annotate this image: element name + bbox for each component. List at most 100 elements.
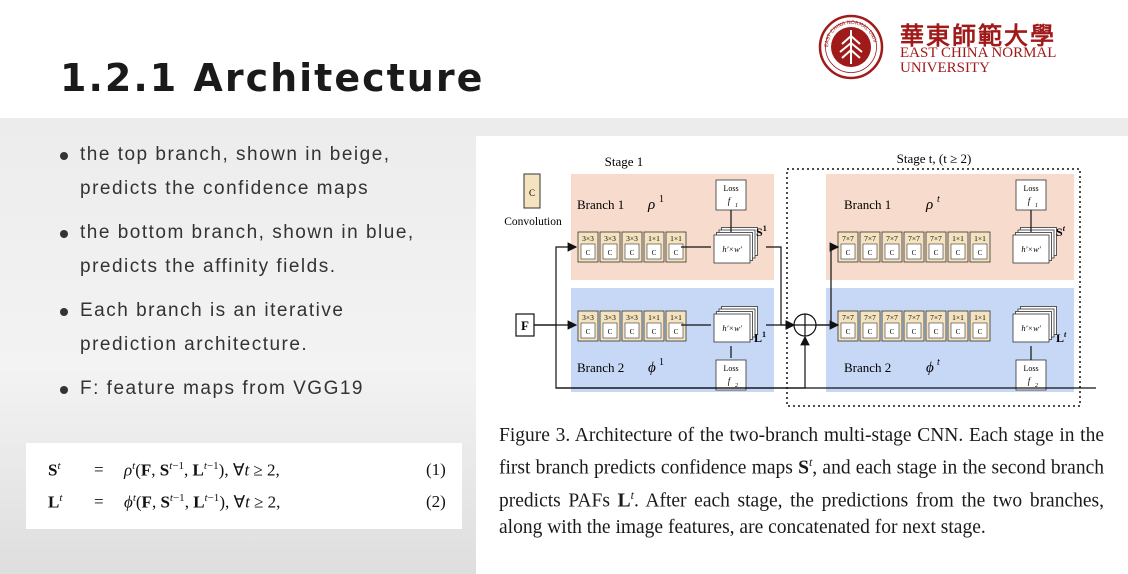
svg-text:h′×w′: h′×w′ xyxy=(722,244,742,254)
university-name-english: EAST CHINA NORMAL UNIVERSITY xyxy=(900,46,1056,76)
staget-dashed-frame xyxy=(786,168,1081,407)
svg-text:1×1: 1×1 xyxy=(974,234,986,243)
staget-branch2-label: Branch 2 xyxy=(844,360,891,375)
svg-text:C: C xyxy=(652,328,657,336)
stage1-branch1-conv: 3×3C xyxy=(599,231,621,263)
stage1-branch2-conv: 3×3C xyxy=(621,310,643,342)
svg-text:Loss: Loss xyxy=(723,364,738,373)
staget-branch2-conv: 7×7C xyxy=(925,310,947,342)
svg-text:3×3: 3×3 xyxy=(582,234,594,243)
equation-2-rhs: ϕt(F, St−1, Lt−1), ∀t ≥ 2, xyxy=(124,492,281,512)
svg-text:C: C xyxy=(934,328,939,336)
svg-text:3×3: 3×3 xyxy=(604,234,616,243)
svg-text:C: C xyxy=(978,249,983,257)
stage1-branch1-conv: 3×3C xyxy=(621,231,643,263)
svg-text:ϕ: ϕ xyxy=(648,360,656,376)
svg-text:1: 1 xyxy=(659,194,664,205)
svg-text:C: C xyxy=(846,328,851,336)
svg-text:h′×w′: h′×w′ xyxy=(1021,323,1041,333)
stage1-branch1-conv: 1×1C xyxy=(665,231,687,263)
svg-text:C: C xyxy=(846,249,851,257)
staget-output-S: St xyxy=(1056,224,1066,239)
svg-text:1×1: 1×1 xyxy=(648,313,660,322)
svg-text:3×3: 3×3 xyxy=(626,313,638,322)
svg-text:1: 1 xyxy=(735,203,738,209)
svg-text:3×3: 3×3 xyxy=(626,234,638,243)
svg-text:7×7: 7×7 xyxy=(886,234,898,243)
svg-text:f: f xyxy=(1028,376,1032,386)
staget-paf-output: h′×w′ xyxy=(1012,306,1057,343)
architecture-diagram: Stage 1 Stage t, (t ≥ 2) C Convolution F… xyxy=(504,151,1096,407)
svg-text:C: C xyxy=(868,328,873,336)
svg-text:C: C xyxy=(674,328,679,336)
svg-text:7×7: 7×7 xyxy=(930,234,942,243)
svg-text:1×1: 1×1 xyxy=(952,234,964,243)
connection-lines xyxy=(534,210,1096,389)
equation-2-number: (2) xyxy=(426,492,446,511)
svg-text:ρ: ρ xyxy=(925,197,933,213)
stage1-branch2-conv: 1×1C xyxy=(665,310,687,342)
conv-legend-label: Convolution xyxy=(504,216,562,228)
output-stacks: h′×w′ h′×w′ h′×w′ h′×w′ xyxy=(713,227,1057,343)
svg-text:C: C xyxy=(630,328,635,336)
stage1-branch1-conv: 3×3C xyxy=(577,231,599,263)
staget-branch1-conv: 7×7C xyxy=(837,231,859,263)
staget-branch1-conv: 1×1C xyxy=(969,231,991,263)
svg-text:C: C xyxy=(912,328,917,336)
stage1-output-S: S1 xyxy=(756,224,767,239)
page-title: 1.2.1 Architecture xyxy=(60,56,485,100)
svg-text:7×7: 7×7 xyxy=(842,313,854,322)
svg-text:C: C xyxy=(956,328,961,336)
figure-caption: Figure 3. Architecture of the two-branch… xyxy=(499,425,1104,538)
equation-1-number: (1) xyxy=(426,460,446,479)
svg-text:7×7: 7×7 xyxy=(908,234,920,243)
stage1-branch2-conv: 1×1C xyxy=(643,310,665,342)
svg-text:1: 1 xyxy=(1035,203,1038,209)
svg-text:C: C xyxy=(630,249,635,257)
svg-text:t: t xyxy=(937,194,940,205)
svg-text:C: C xyxy=(978,328,983,336)
svg-text:C: C xyxy=(586,328,591,336)
svg-text:ρ: ρ xyxy=(647,197,655,213)
svg-text:7×7: 7×7 xyxy=(886,313,898,322)
staget-output-L: Lt xyxy=(1056,330,1067,345)
staget-branch1-conv: 7×7C xyxy=(881,231,903,263)
svg-text:f: f xyxy=(1028,196,1032,206)
svg-text:C: C xyxy=(586,249,591,257)
svg-text:C: C xyxy=(608,249,613,257)
staget-branch2-conv: 7×7C xyxy=(881,310,903,342)
svg-text:7×7: 7×7 xyxy=(930,313,942,322)
conv-legend-box xyxy=(523,173,541,209)
svg-text:2: 2 xyxy=(1035,383,1038,389)
stage1-confidence-output: h′×w′ xyxy=(713,227,758,264)
staget-label: Stage t, (t ≥ 2) xyxy=(897,151,972,166)
staget-branch2-conv: 1×1C xyxy=(969,310,991,342)
staget-branch1-conv: 7×7C xyxy=(925,231,947,263)
stage1-branch2-conv: 3×3C xyxy=(599,310,621,342)
bullet-item: the top branch, shown in beige,predicts … xyxy=(58,138,478,206)
staget-branch2-conv: 1×1C xyxy=(947,310,969,342)
svg-text:C: C xyxy=(912,249,917,257)
svg-text:h′×w′: h′×w′ xyxy=(722,323,742,333)
svg-text:C: C xyxy=(652,249,657,257)
stage1-branch2-label: Branch 2 xyxy=(577,360,624,375)
staget-branch1-conv: 1×1C xyxy=(947,231,969,263)
staget-confidence-output: h′×w′ xyxy=(1012,227,1057,264)
university-name-line1: EAST CHINA NORMAL xyxy=(900,45,1057,61)
university-name-line2: UNIVERSITY xyxy=(900,60,990,76)
stage1-branch1-conv: 1×1C xyxy=(643,231,665,263)
svg-text:Loss: Loss xyxy=(1023,184,1038,193)
stage1-paf-output: h′×w′ xyxy=(713,306,758,343)
svg-text:1×1: 1×1 xyxy=(974,313,986,322)
svg-text:3×3: 3×3 xyxy=(604,313,616,322)
concat-plus-icon xyxy=(794,314,816,336)
university-seal-logo: EAST CHINA NORMAL UNIV xyxy=(818,14,884,80)
svg-text:h′×w′: h′×w′ xyxy=(1021,244,1041,254)
staget-branch1-conv: 7×7C xyxy=(903,231,925,263)
svg-text:f: f xyxy=(728,196,732,206)
